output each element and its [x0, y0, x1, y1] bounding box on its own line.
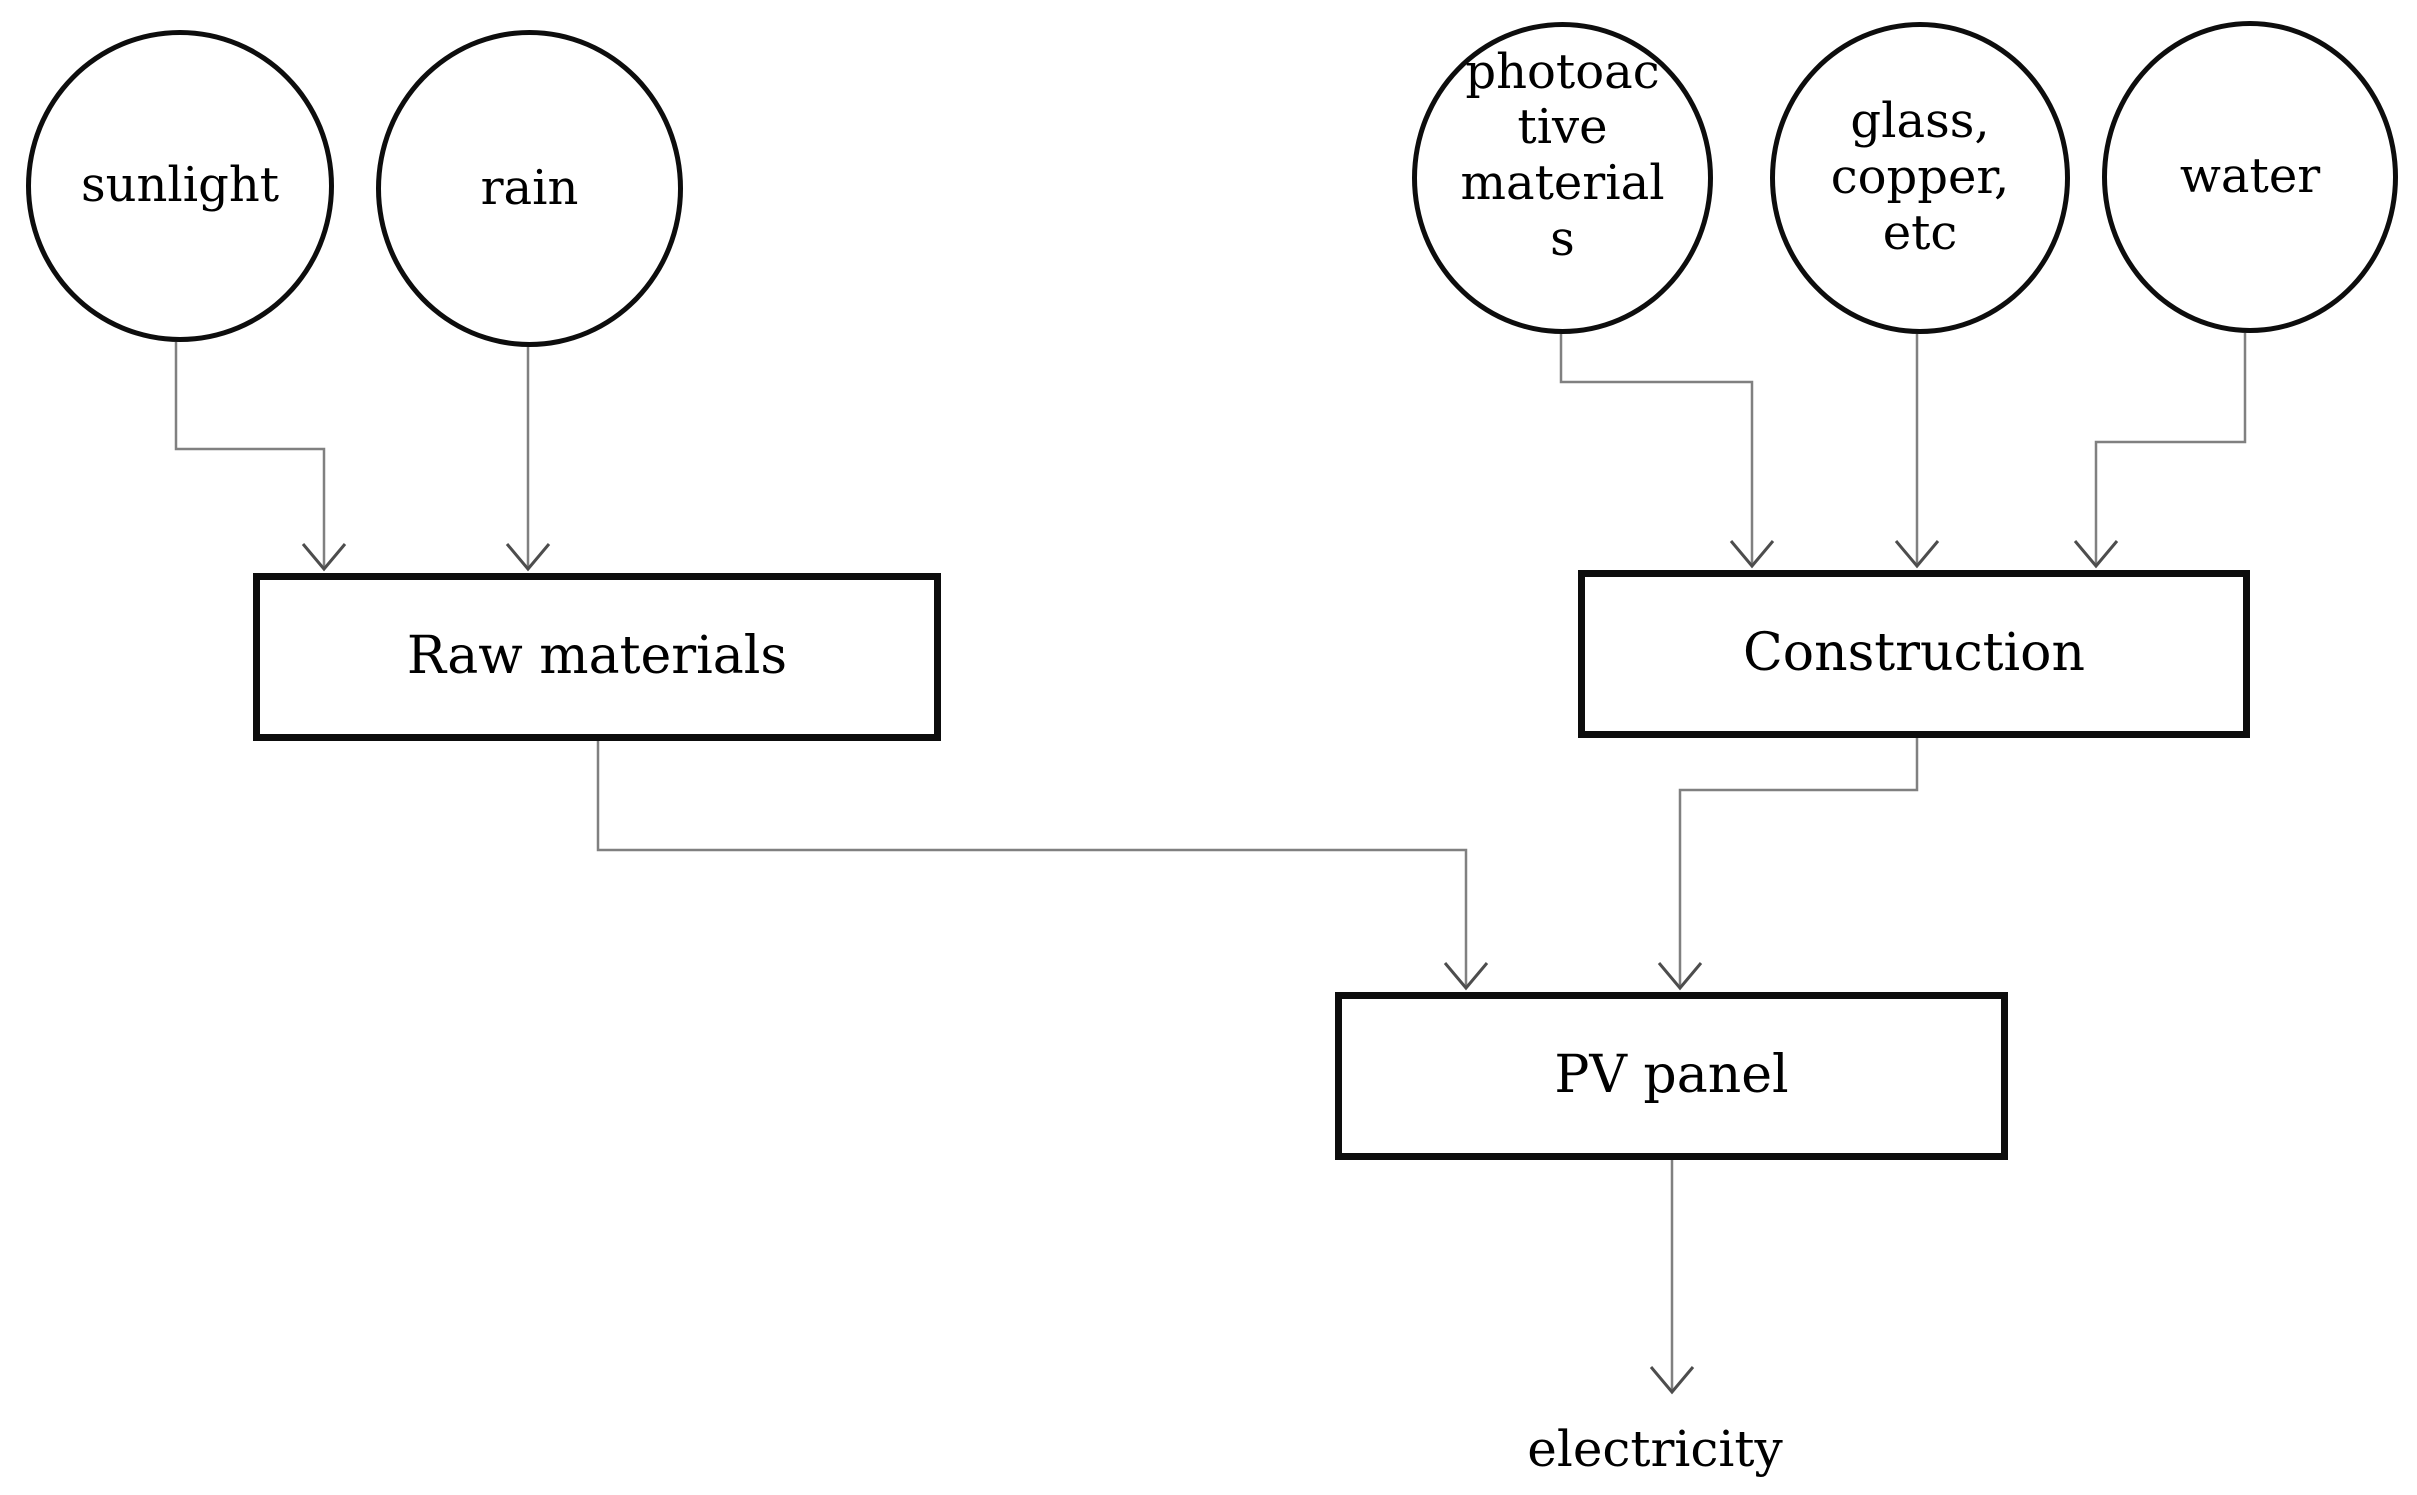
node-rain-label: rain	[480, 159, 579, 216]
node-pv-panel: PV panel	[1335, 992, 2008, 1160]
connector-pv-panel-to-electricity	[1649, 1160, 1695, 1395]
connector-glass-to-construction	[1894, 334, 1940, 569]
node-photoactive-materials-label: photoac tive material s	[1460, 43, 1665, 267]
node-raw-materials-label: Raw materials	[406, 626, 788, 687]
node-sunlight: sunlight	[26, 30, 334, 342]
node-construction-label: Construction	[1743, 623, 2085, 684]
node-electricity-label: electricity	[1527, 1420, 1783, 1478]
node-sunlight-label: sunlight	[80, 157, 280, 214]
node-glass-copper-etc: glass, copper, etc	[1770, 22, 2070, 334]
connector-raw-materials-to-pv-panel	[596, 741, 1489, 991]
node-glass-copper-etc-label: glass, copper, etc	[1830, 93, 2010, 261]
node-pv-panel-label: PV panel	[1554, 1045, 1789, 1106]
connector-rain-to-raw-materials	[505, 347, 551, 572]
connector-water-to-construction	[2073, 333, 2247, 569]
node-water: water	[2102, 21, 2398, 333]
node-rain: rain	[376, 30, 683, 347]
node-photoactive-materials: photoac tive material s	[1412, 22, 1713, 334]
node-water-label: water	[2179, 148, 2321, 205]
connector-sunlight-to-raw-materials	[174, 342, 347, 572]
node-raw-materials: Raw materials	[253, 573, 941, 741]
node-construction: Construction	[1578, 570, 2250, 738]
connector-photoactive-to-construction	[1559, 334, 1775, 569]
connector-construction-to-pv-panel	[1657, 738, 1919, 991]
